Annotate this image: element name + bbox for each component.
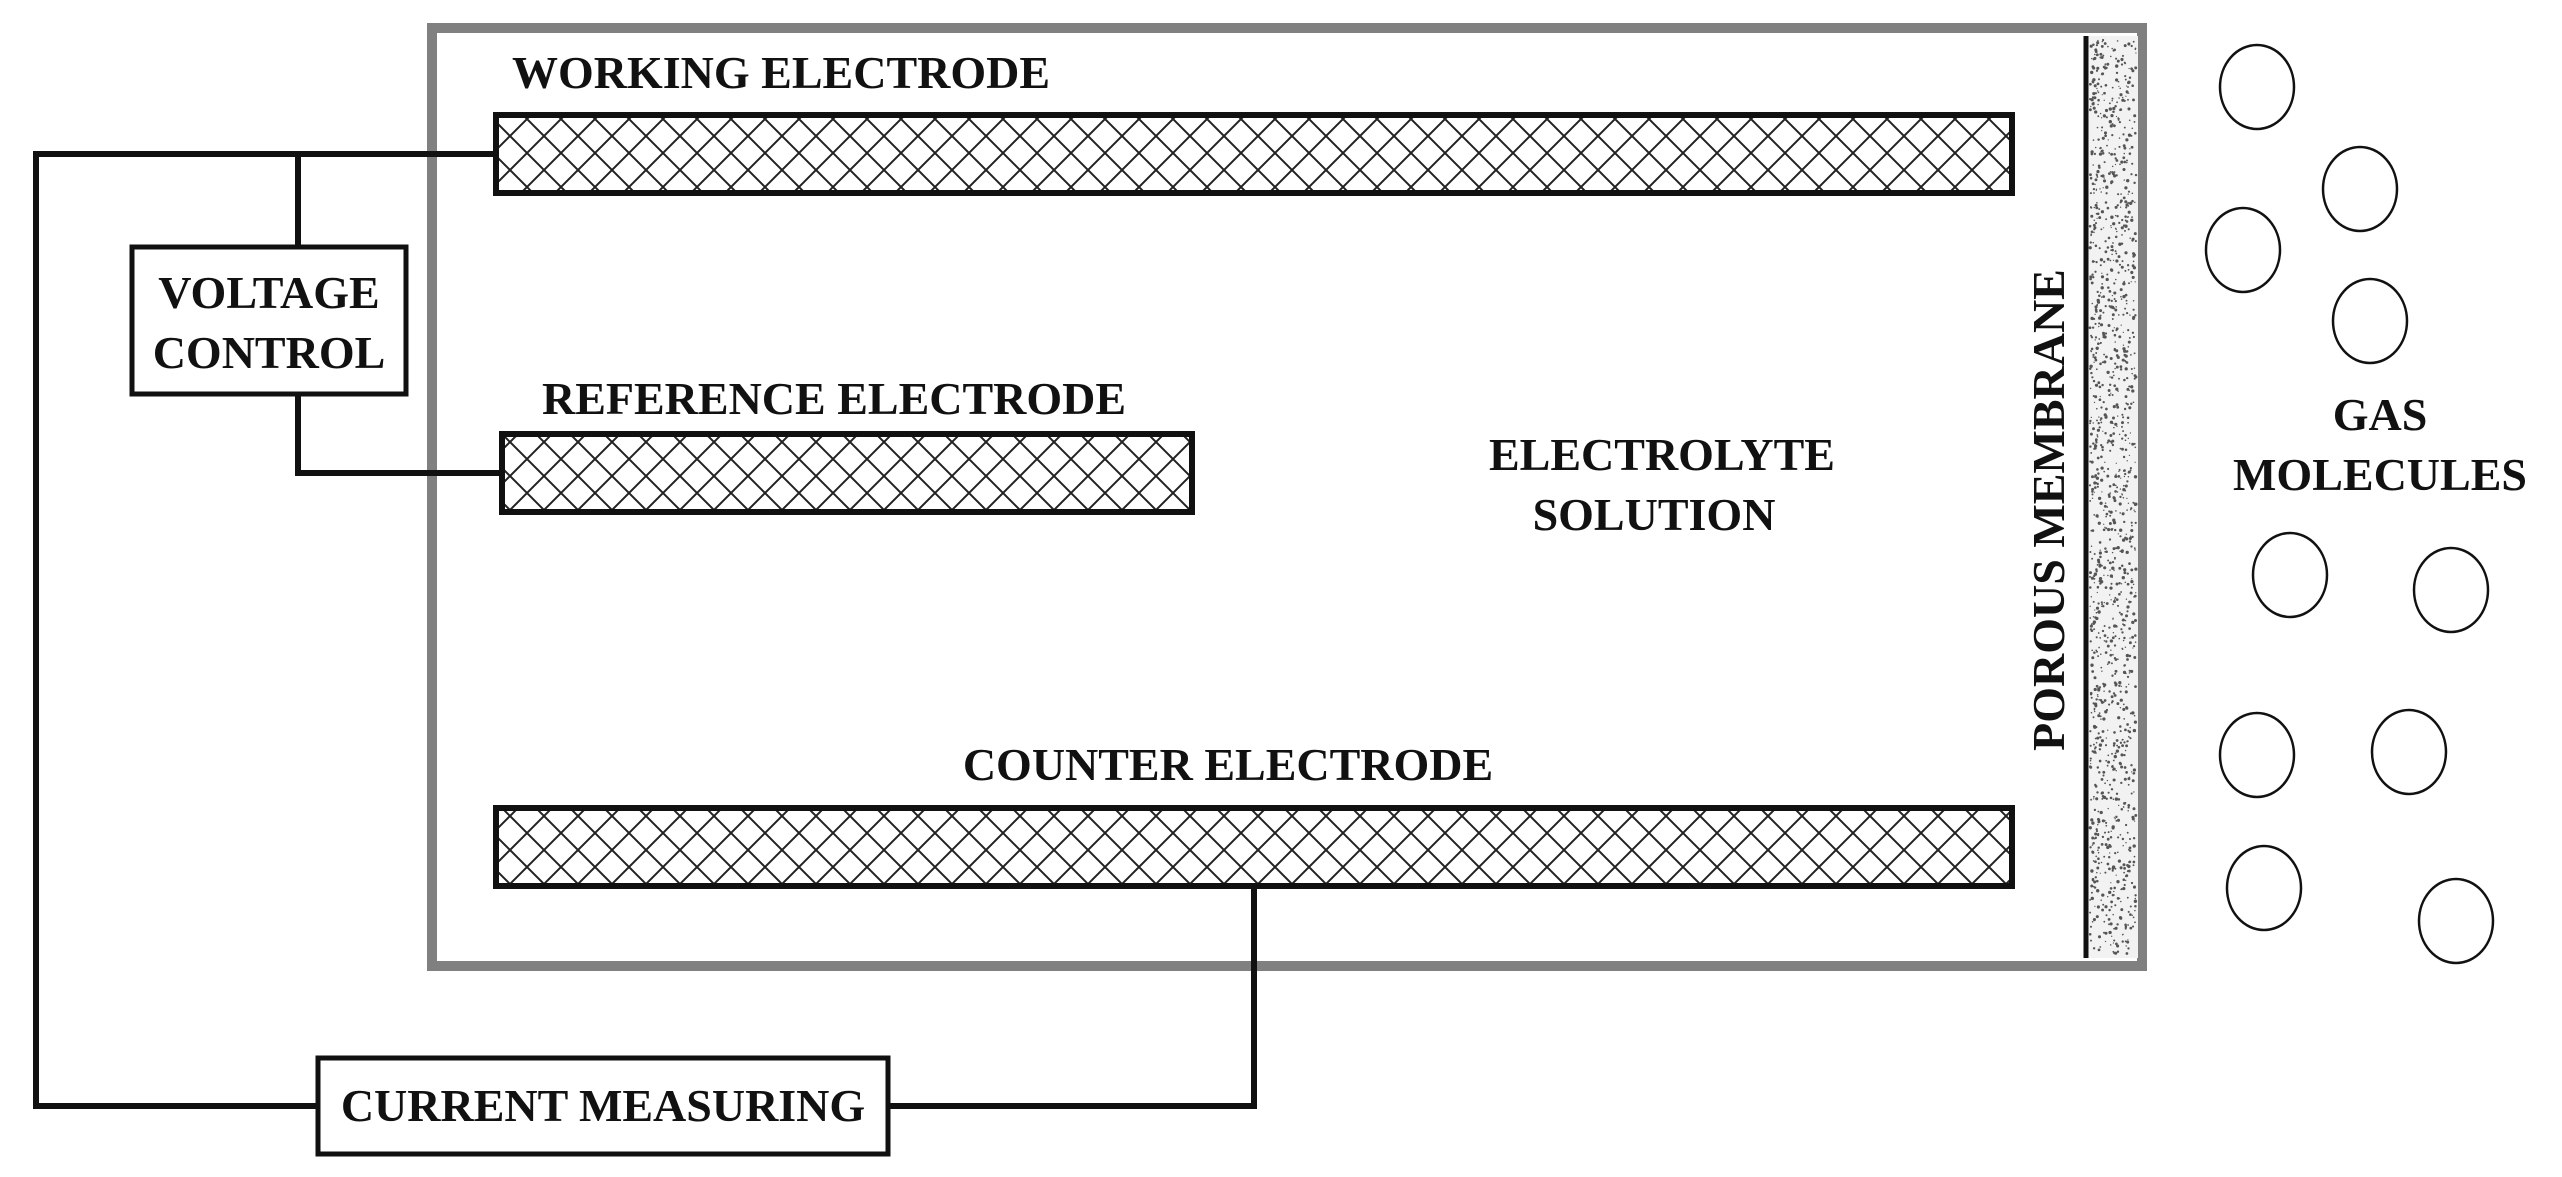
gas-molecules [2204,43,2495,965]
outer-circuit-wire [33,151,499,1109]
gas-label-line1: GAS [2333,389,2428,440]
reference-wire [295,391,505,476]
voltage-control-label-line2: CONTROL [153,327,386,378]
porous-membrane [2083,36,2138,958]
gas-molecule [2218,43,2296,131]
electrolyte-label-line2: SOLUTION [1533,489,1776,540]
gas-molecule [2251,531,2329,619]
gas-molecule [2225,844,2303,932]
counter-electrode-label: COUNTER ELECTRODE [963,739,1493,790]
gas-molecule [2370,708,2448,796]
voltage-control-label-line1: VOLTAGE [158,267,380,318]
counter-wire [885,883,1257,1109]
membrane-texture [2088,38,2138,955]
gas-molecule [2417,877,2495,965]
reference-electrode [499,431,1195,515]
gas-label-line2: MOLECULES [2233,449,2527,500]
current-measuring-box [315,1055,891,1157]
voltage-control-box [129,244,409,397]
reference-electrode-label: REFERENCE ELECTRODE [542,373,1126,424]
gas-molecule [2218,711,2296,799]
gas-molecule [2204,206,2282,294]
working-electrode-label: WORKING ELECTRODE [512,47,1050,98]
counter-electrode [493,805,2015,889]
porous-membrane-label: POROUS MEMBRANE [2023,269,2074,751]
gas-molecule [2331,277,2409,365]
electrolyte-label-line1: ELECTROLYTE [1489,429,1835,480]
current-measuring-label: CURRENT MEASURING [341,1080,865,1131]
gas-molecule [2321,145,2399,233]
gas-molecule [2412,546,2490,634]
working-electrode [493,112,2015,196]
